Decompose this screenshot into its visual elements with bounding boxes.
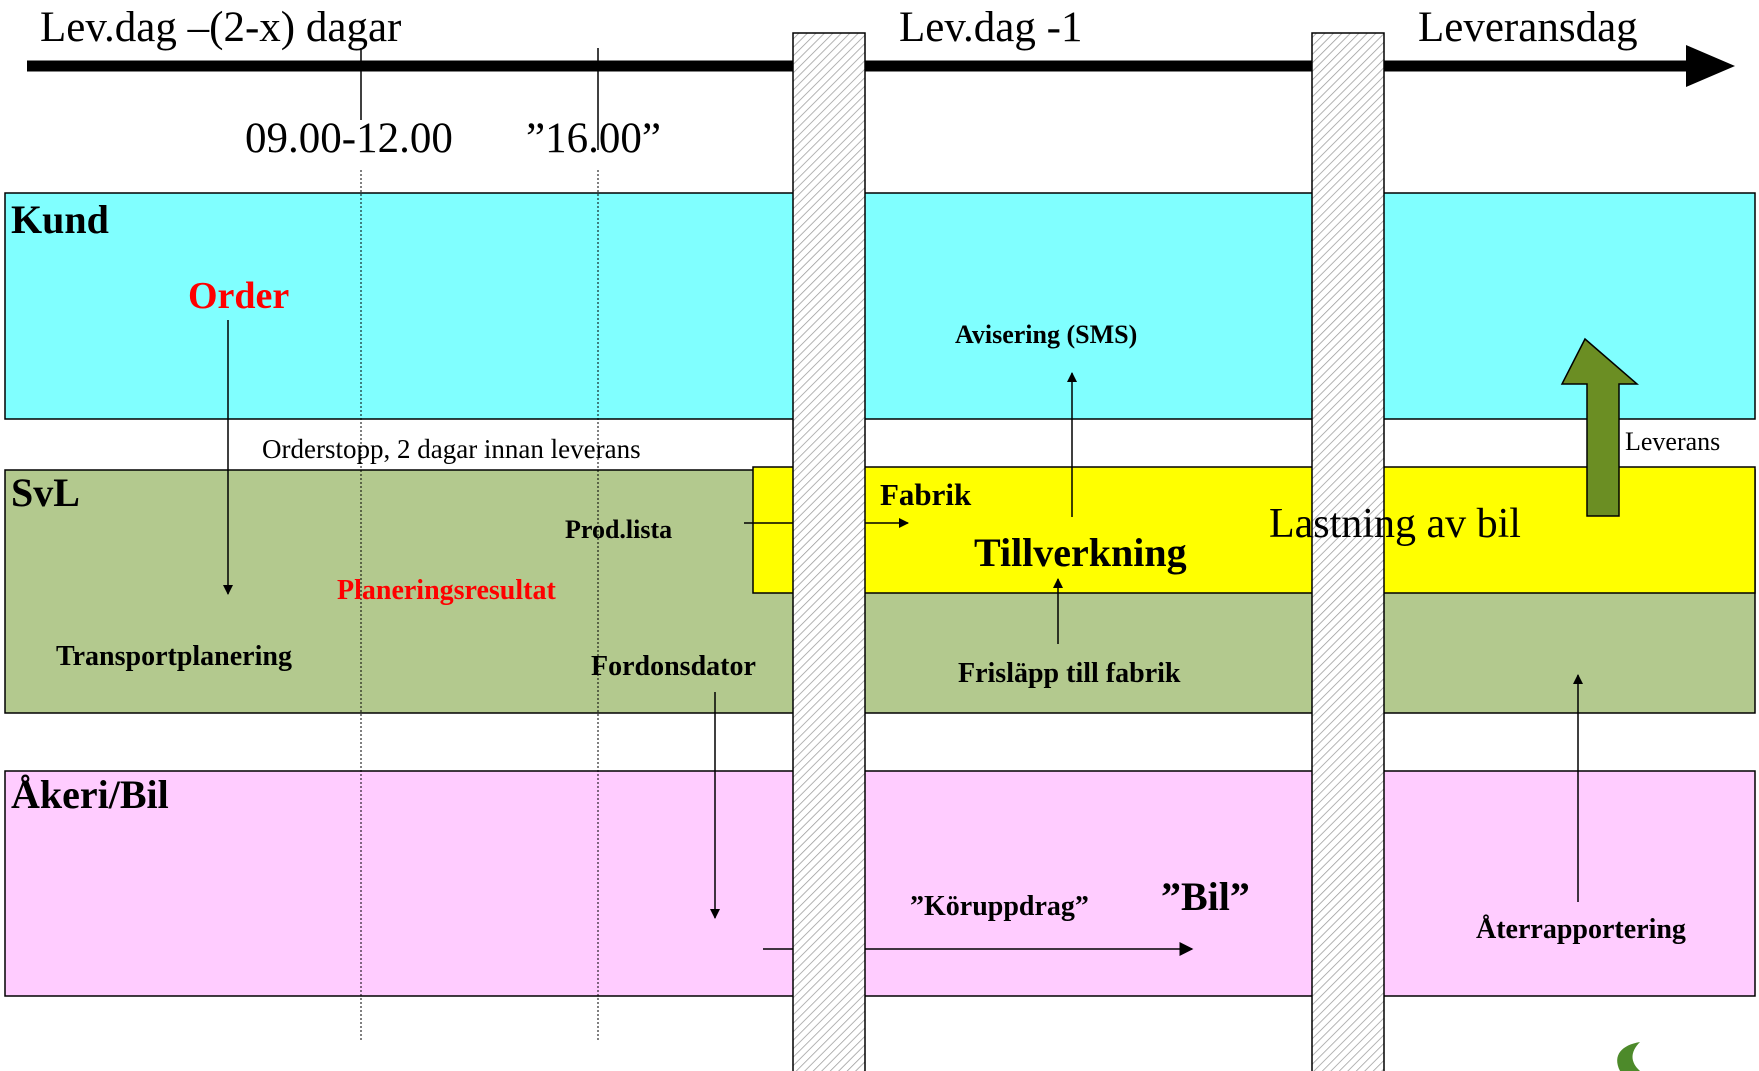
time-label-morning: 09.00-12.00 — [245, 115, 453, 162]
logo-leaf-icon — [1617, 1042, 1640, 1071]
orderstopp-label: Orderstopp, 2 dagar innan leverans — [262, 434, 641, 464]
frislapp-label: Frisläpp till fabrik — [958, 658, 1181, 689]
avisering-label: Avisering (SMS) — [955, 320, 1138, 349]
fabrik-label: Fabrik — [880, 477, 972, 512]
timeline-label-lev-dag-minus-1: Lev.dag -1 — [899, 4, 1083, 51]
tillverkning-label: Tillverkning — [974, 530, 1187, 575]
lastning-label: Lastning av bil — [1269, 501, 1521, 547]
lane-akeri — [4, 770, 1756, 997]
timeline-label-leveransdag: Leveransdag — [1418, 4, 1638, 51]
aterrapportering-label: Återrapportering — [1476, 914, 1686, 945]
transportplanering-label: Transportplanering — [56, 641, 292, 672]
day-separator-bar-2 — [1311, 32, 1385, 1071]
planeringsresultat-label: Planeringsresultat — [337, 575, 556, 606]
time-label-afternoon: ”16.00” — [526, 115, 661, 162]
koruppdrag-label: ”Köruppdrag” — [910, 891, 1089, 922]
timeline-label-lev-dag-minus-x: Lev.dag –(2-x) dagar — [40, 4, 402, 51]
bil-label: ”Bil” — [1161, 874, 1250, 919]
order-label: Order — [188, 275, 290, 317]
leverans-label: Leverans — [1625, 427, 1721, 456]
timeline-arrow-head — [1686, 45, 1735, 87]
lane-title-akeri: Åkeri/Bil — [11, 772, 169, 817]
lane-title-svl: SvL — [11, 470, 80, 515]
day-separator-bar-1 — [792, 32, 866, 1071]
lane-title-kund: Kund — [11, 197, 109, 242]
lane-kund — [4, 192, 1756, 420]
fordonsdator-label: Fordonsdator — [591, 651, 756, 682]
prod-lista-label: Prod.lista — [565, 515, 673, 544]
leverans-arrow-icon — [1560, 337, 1640, 517]
